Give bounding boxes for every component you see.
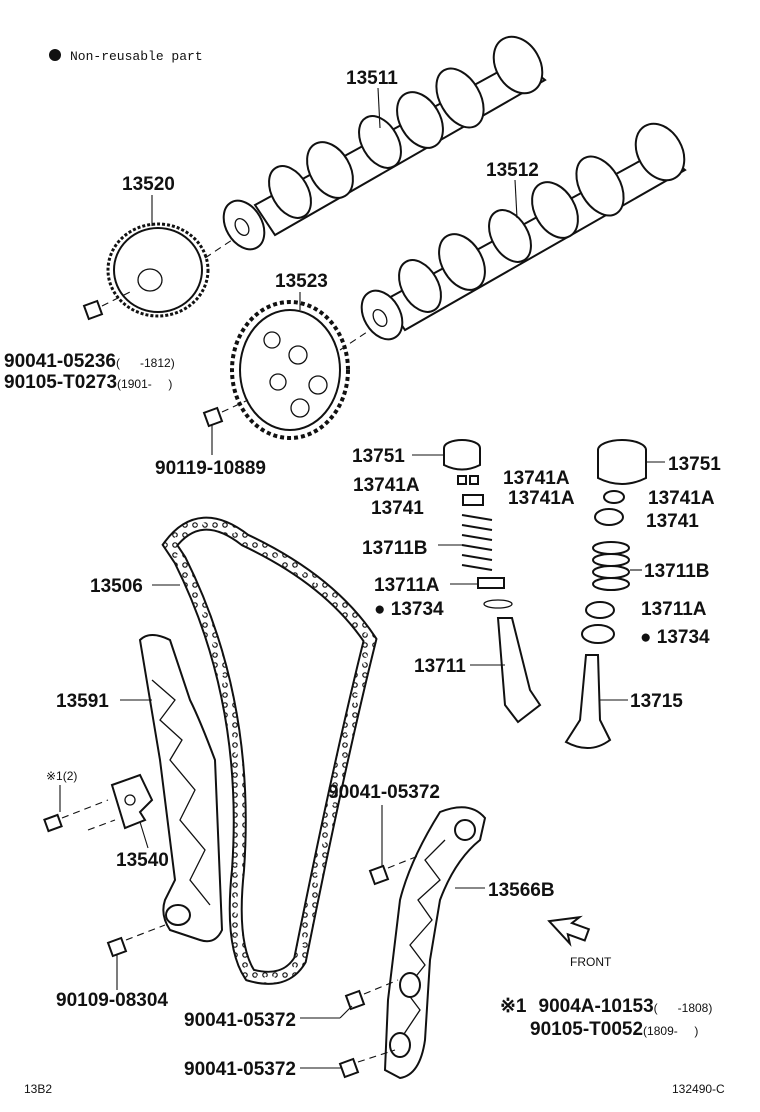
- label-13711b-right: 13711B: [644, 561, 710, 582]
- camshaft-13512: [360, 122, 687, 341]
- label-13512: 13512: [486, 160, 539, 181]
- camshaft-13511: [222, 35, 547, 251]
- label-13751-right: 13751: [668, 454, 721, 475]
- label-90109-08304: 90109-08304: [56, 990, 168, 1011]
- label-tensioner-note: ※1(2): [46, 769, 77, 783]
- label-13711a-left: 13711A: [374, 575, 440, 596]
- label-13566b: 13566B: [488, 880, 555, 901]
- front-arrow-icon: [547, 915, 591, 947]
- label-13734-left: ● 13734: [374, 599, 444, 620]
- label-13741-left: 13741: [371, 498, 424, 519]
- legend: Non-reusable part: [49, 49, 203, 64]
- page-code-left: 13B2: [24, 1082, 52, 1096]
- label-13523: 13523: [275, 271, 328, 292]
- label-13520: 13520: [122, 174, 175, 195]
- label-90119-10889: 90119-10889: [155, 458, 266, 479]
- bolt-icons-upper: [82, 291, 249, 455]
- valve-train-left: [412, 439, 542, 724]
- label-13741a-right-1: 13741A: [508, 488, 575, 509]
- page-code-right: 132490-C: [672, 1082, 725, 1096]
- footnote-line-2: 90105-T0052(1809- ): [530, 1019, 698, 1040]
- label-13751-left: 13751: [352, 446, 405, 467]
- label-front: FRONT: [570, 955, 612, 969]
- label-13741a-left-1: 13741A: [353, 475, 420, 496]
- legend-text: Non-reusable part: [70, 49, 203, 64]
- label-90041-05372-upper: 90041-05372: [328, 782, 440, 803]
- label-13591: 13591: [56, 691, 109, 712]
- label-13540: 13540: [116, 850, 169, 871]
- valve-train-right: [564, 439, 665, 749]
- label-13711: 13711: [414, 656, 466, 677]
- label-13511: 13511: [346, 68, 398, 89]
- non-reusable-dot-icon: [49, 49, 61, 61]
- camshaft-sprocket-13523: [230, 292, 371, 440]
- chain-tensioner-13540: [43, 773, 154, 849]
- label-90105-t0273: 90105-T0273(1901- ): [4, 372, 172, 393]
- label-13506: 13506: [90, 576, 143, 597]
- label-90041-05372-lower: 90041-05372: [184, 1059, 296, 1080]
- chain-slipper-13591: [120, 634, 224, 943]
- part-labels: 13511 13512 13520 13523 90041-05236( -18…: [4, 68, 721, 1080]
- label-13711a-right: 13711A: [641, 599, 707, 620]
- label-13711b-left: 13711B: [362, 538, 428, 559]
- label-13715: 13715: [630, 691, 683, 712]
- label-90041-05236: 90041-05236( -1812): [4, 351, 175, 372]
- bolt-icons-lower: [106, 805, 419, 1079]
- label-13741a-right-2: 13741A: [648, 488, 715, 509]
- label-13741a-left-2: 13741A: [503, 468, 570, 489]
- label-13734-right: ● 13734: [640, 627, 710, 648]
- label-90041-05372-middle: 90041-05372: [184, 1010, 296, 1031]
- chain-guide-13566b: [383, 806, 487, 1080]
- camshaft-timing-gear-13520: [106, 195, 233, 318]
- label-13741-right: 13741: [646, 511, 699, 532]
- timing-chain-13506: [152, 516, 378, 985]
